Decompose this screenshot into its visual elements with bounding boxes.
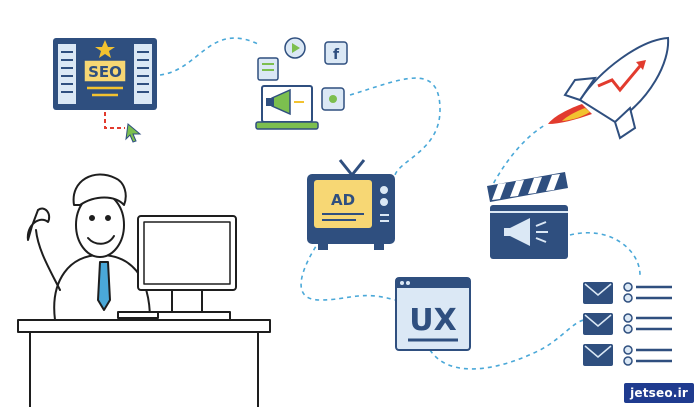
seo-icon: SEO <box>53 38 157 143</box>
social-label: f <box>333 47 340 63</box>
ux-design-icon: UX <box>395 277 471 351</box>
keyboard <box>117 311 159 319</box>
social-marketing-icon: f <box>255 37 348 130</box>
desk <box>17 319 271 333</box>
ad-label: AD <box>331 191 355 209</box>
site-brand-badge: jetseo.ir <box>624 383 694 403</box>
rocket-icon <box>548 36 670 140</box>
dashed-journey-path <box>159 37 641 370</box>
video-clapperboard-icon <box>487 172 568 259</box>
ux-label: UX <box>409 303 457 338</box>
seo-label: SEO <box>88 63 122 81</box>
tv-advertising-icon: AD <box>307 159 395 250</box>
email-list-icon <box>583 282 672 366</box>
businessman-at-desk <box>17 173 271 407</box>
